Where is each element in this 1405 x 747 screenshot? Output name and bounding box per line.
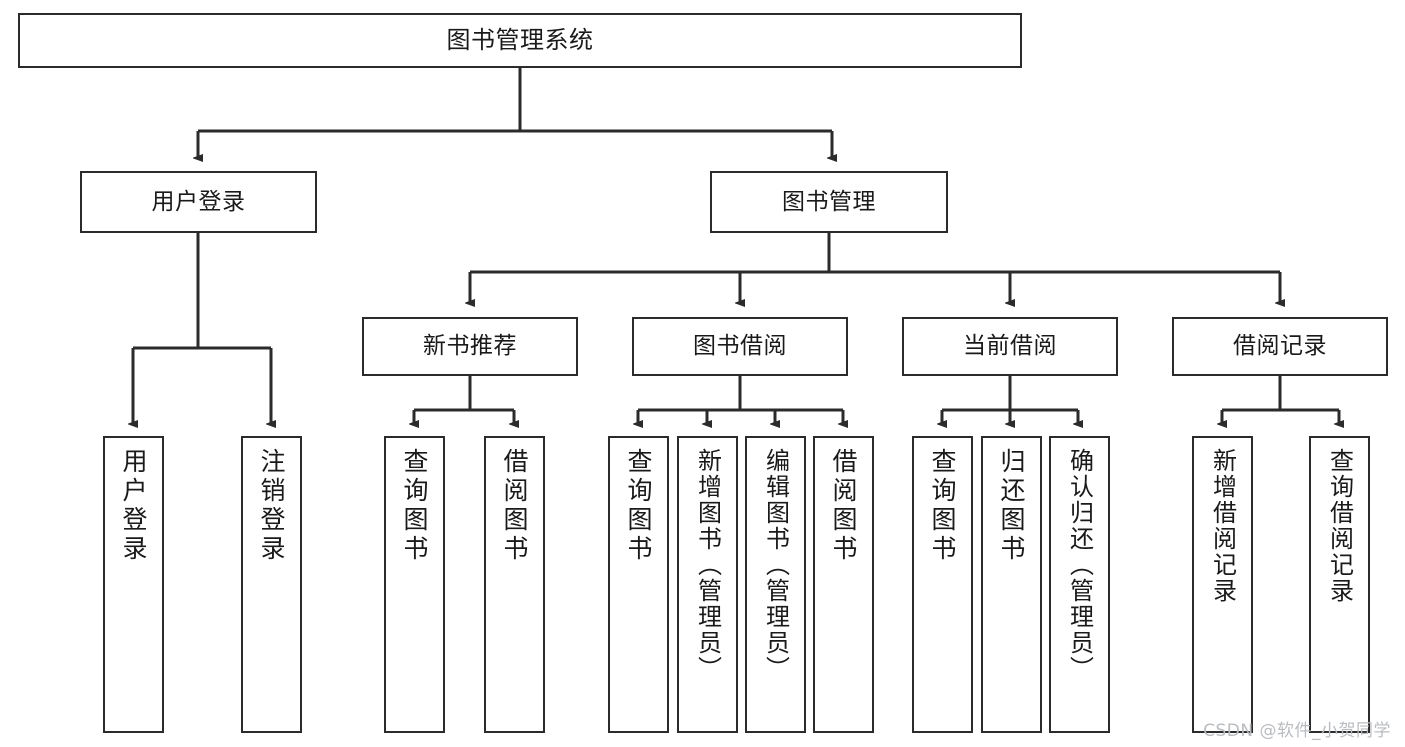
- node-label: 图书管理系统: [446, 25, 594, 54]
- node-label: 查询图书: [400, 448, 429, 564]
- leaf-borrow-books-recommendation[interactable]: 借阅图书: [484, 436, 545, 733]
- node-label: 借阅图书: [500, 448, 529, 564]
- node-label: 注销登录: [257, 448, 286, 564]
- node-label: 用户登录: [119, 448, 148, 564]
- node-current-borrowing[interactable]: 当前借阅: [902, 317, 1118, 376]
- leaf-query-books-borrowing[interactable]: 查询图书: [608, 436, 669, 733]
- csdn-watermark: CSDN @软件_小贺同学: [1203, 721, 1391, 741]
- node-root-system[interactable]: 图书管理系统: [18, 13, 1022, 68]
- leaf-add-book-admin[interactable]: 新增图书（管理员）: [677, 436, 738, 733]
- node-book-borrowing[interactable]: 图书借阅: [632, 317, 848, 376]
- node-label: 新书推荐: [423, 333, 517, 360]
- node-borrowing-records[interactable]: 借阅记录: [1172, 317, 1388, 376]
- node-label: 新增图书（管理员）: [693, 448, 722, 682]
- leaf-query-borrow-record[interactable]: 查询借阅记录: [1309, 436, 1370, 733]
- leaf-add-borrow-record[interactable]: 新增借阅记录: [1192, 436, 1253, 733]
- node-label: 查询图书: [928, 448, 957, 564]
- node-label: 借阅记录: [1233, 333, 1327, 360]
- leaf-confirm-return-admin[interactable]: 确认归还（管理员）: [1049, 436, 1110, 733]
- node-label: 确认归还（管理员）: [1065, 448, 1094, 682]
- node-label: 归还图书: [997, 448, 1026, 564]
- leaf-edit-book-admin[interactable]: 编辑图书（管理员）: [745, 436, 806, 733]
- leaf-query-books-recommendation[interactable]: 查询图书: [384, 436, 445, 733]
- node-label: 借阅图书: [829, 448, 858, 564]
- node-label: 用户登录: [151, 188, 246, 215]
- leaf-user-login[interactable]: 用户登录: [103, 436, 164, 733]
- node-label: 查询借阅记录: [1325, 448, 1354, 604]
- leaf-logout[interactable]: 注销登录: [241, 436, 302, 733]
- node-label: 新增借阅记录: [1208, 448, 1237, 604]
- node-label: 当前借阅: [963, 333, 1057, 360]
- node-label: 图书借阅: [693, 333, 787, 360]
- node-label: 编辑图书（管理员）: [761, 448, 790, 682]
- node-label: 图书管理: [782, 188, 876, 215]
- node-book-management[interactable]: 图书管理: [710, 171, 948, 233]
- leaf-borrow-books-borrowing[interactable]: 借阅图书: [813, 436, 874, 733]
- leaf-return-books[interactable]: 归还图书: [981, 436, 1042, 733]
- node-new-book-recommendation[interactable]: 新书推荐: [362, 317, 578, 376]
- node-user-login[interactable]: 用户登录: [80, 171, 317, 233]
- leaf-query-books-current[interactable]: 查询图书: [912, 436, 973, 733]
- node-label: 查询图书: [624, 448, 653, 564]
